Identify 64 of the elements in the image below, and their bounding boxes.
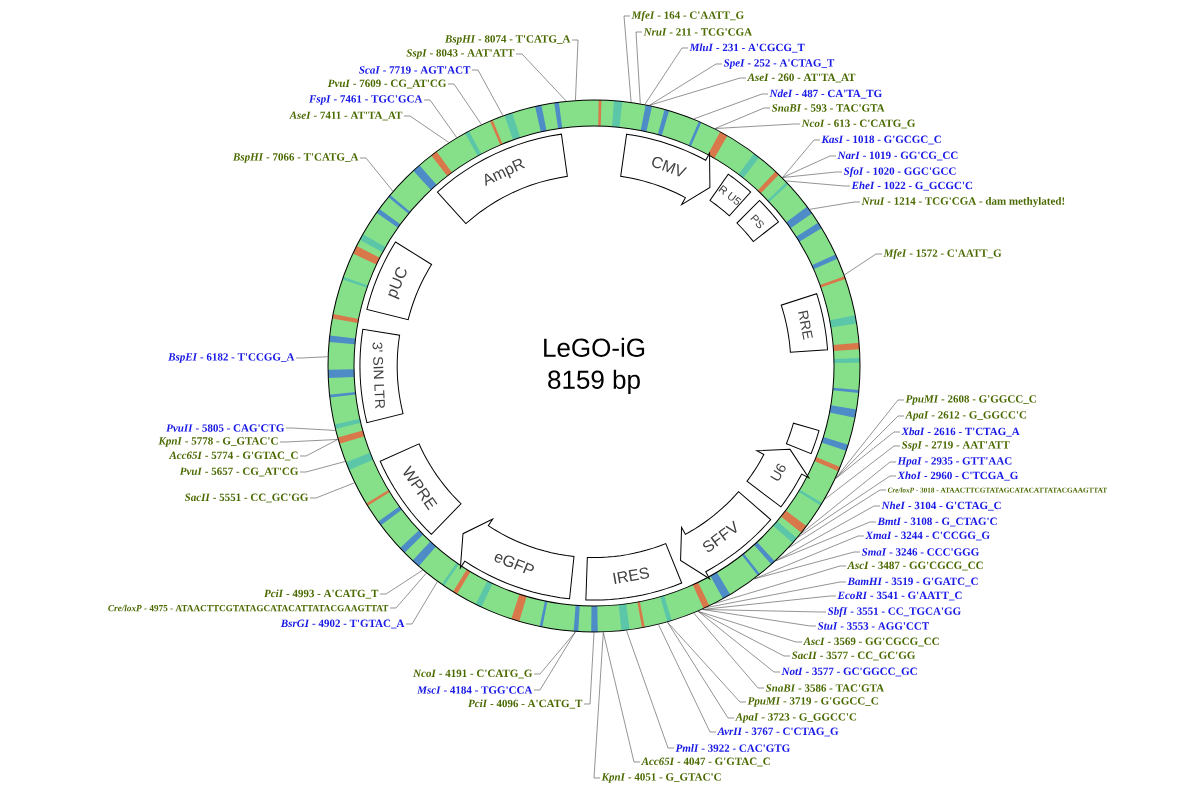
leader-line [623,15,632,103]
leader-line [667,621,735,719]
leader-line [697,611,781,673]
leader-line [782,171,843,178]
leader-line [835,415,905,479]
leader-line [423,99,458,138]
leader-line [635,31,643,104]
leader-line [571,39,579,101]
leader-line [299,439,339,457]
feature-block: CMV [620,133,711,206]
leader-line [533,631,576,691]
leader-line [702,595,837,610]
leader-line [844,253,883,276]
leader-line [279,439,339,443]
leader-line [697,611,803,643]
leader-line [626,630,675,749]
leader-line [285,427,336,431]
leader-line [533,631,576,675]
leader-line [693,93,769,120]
leader-line [835,431,901,479]
feature-block [785,422,820,455]
leader-line [809,201,861,210]
leader-line [702,609,817,627]
leader-line [309,482,355,499]
leader-line [644,47,689,105]
leader-line [649,63,723,106]
leader-line [824,445,901,500]
leader-line [471,69,504,116]
leader-line [775,505,881,562]
leader-line [515,53,567,102]
leader-line [649,77,747,106]
feature-block: eGFP [459,518,575,600]
leader-line [583,632,595,705]
leader-line [447,83,482,125]
leader-line [706,581,847,608]
leader-line [693,612,765,689]
leader-line [593,632,604,779]
leader-line [714,107,771,129]
leader-line [754,535,865,580]
leader-line [359,157,394,192]
leader-line [714,565,847,604]
leader-line [788,489,887,549]
leader-line [800,461,897,534]
leader-line [697,611,791,657]
leader-line [835,399,905,479]
leader-line [782,155,837,178]
leader-line [714,123,801,129]
leader-line [775,521,877,562]
leader-line [797,475,897,538]
leader-line [299,461,346,473]
leader-line [295,356,328,359]
feature-block: pUC [366,241,433,321]
leader-line [603,632,641,763]
leader-line [702,609,827,613]
leader-line [667,621,747,703]
leader-line [403,115,450,143]
leader-line [782,139,821,178]
feature-block: IRES [585,543,683,601]
leader-line [405,581,438,625]
leader-line [379,569,423,595]
leader-line [785,180,851,187]
leader-line [754,551,861,580]
leader-line [658,624,717,733]
leader-line [389,572,427,609]
